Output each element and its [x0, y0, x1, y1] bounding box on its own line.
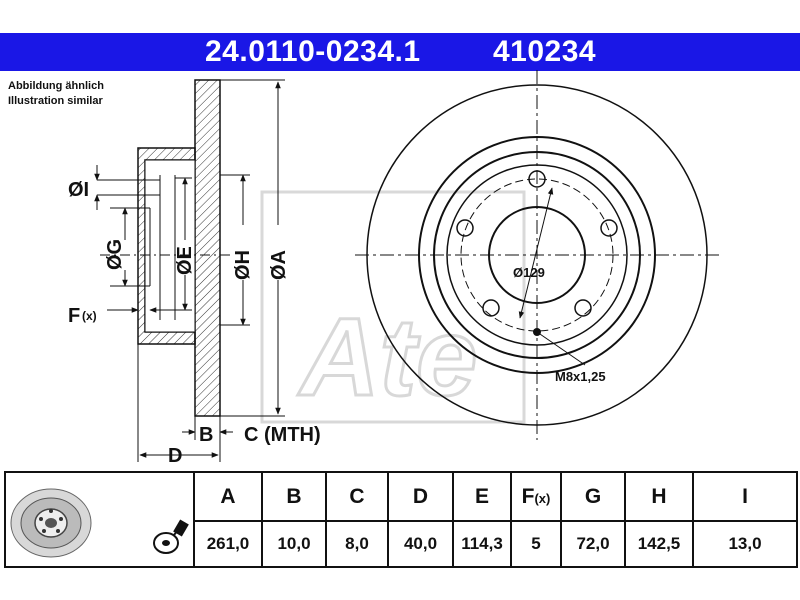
brake-disc-thumbnail: [10, 488, 92, 558]
label-dim-e: ØE: [174, 246, 196, 275]
value-b: 10,0: [261, 520, 327, 568]
label-dim-g: ØG: [104, 239, 126, 270]
label-dim-d: D: [168, 445, 182, 467]
label-dim-f: F: [68, 305, 80, 327]
technical-drawing: Ate: [68, 70, 720, 467]
label-dim-b: B: [199, 424, 213, 446]
header-f-suffix: (x): [534, 490, 551, 506]
header-a: A: [193, 471, 263, 522]
label-dim-a: ØA: [268, 250, 290, 280]
value-i: 13,0: [692, 520, 798, 568]
dimension-lines: [94, 79, 285, 462]
part-number: 24.0110-0234.1: [205, 35, 421, 68]
value-e: 114,3: [452, 520, 512, 568]
reference-number: 410234: [493, 35, 597, 68]
spec-table: A B C D E F(x) G H I 261,0 10,0 8,0 40,0…: [4, 471, 798, 568]
wheel-bolt-icon: [153, 519, 189, 554]
threaded-hole-marker: [533, 328, 541, 336]
title-bar: 24.0110-0234.1 410234: [0, 33, 800, 71]
value-c: 8,0: [325, 520, 389, 568]
ate-watermark-logo: Ate: [260, 190, 526, 424]
disc-front-view: [355, 70, 720, 440]
value-g: 72,0: [560, 520, 626, 568]
value-h: 142,5: [624, 520, 694, 568]
header-f-letter: F: [521, 484, 535, 508]
disc-thumbnail-cell: [4, 471, 195, 568]
label-dim-f-suffix: (x): [82, 309, 97, 323]
value-a: 261,0: [193, 520, 263, 568]
header-g: G: [560, 471, 626, 522]
value-f: 5: [510, 520, 562, 568]
label-dim-h: ØH: [232, 250, 254, 280]
value-d: 40,0: [387, 520, 454, 568]
disc-cross-section: [100, 79, 230, 417]
header-f: F(x): [510, 471, 562, 522]
label-thread: M8x1,25: [555, 369, 606, 384]
header-d: D: [387, 471, 454, 522]
header-c: C: [325, 471, 389, 522]
header-i: I: [692, 471, 798, 522]
label-dim-c: C (MTH): [244, 424, 321, 446]
header-b: B: [261, 471, 327, 522]
header-h: H: [624, 471, 694, 522]
illustration-note-en: Illustration similar: [8, 95, 103, 107]
label-dim-i: ØI: [68, 179, 89, 201]
illustration-note-de: Abbildung ähnlich: [8, 80, 104, 92]
header-e: E: [452, 471, 512, 522]
label-pcd: Ø129: [513, 265, 545, 280]
